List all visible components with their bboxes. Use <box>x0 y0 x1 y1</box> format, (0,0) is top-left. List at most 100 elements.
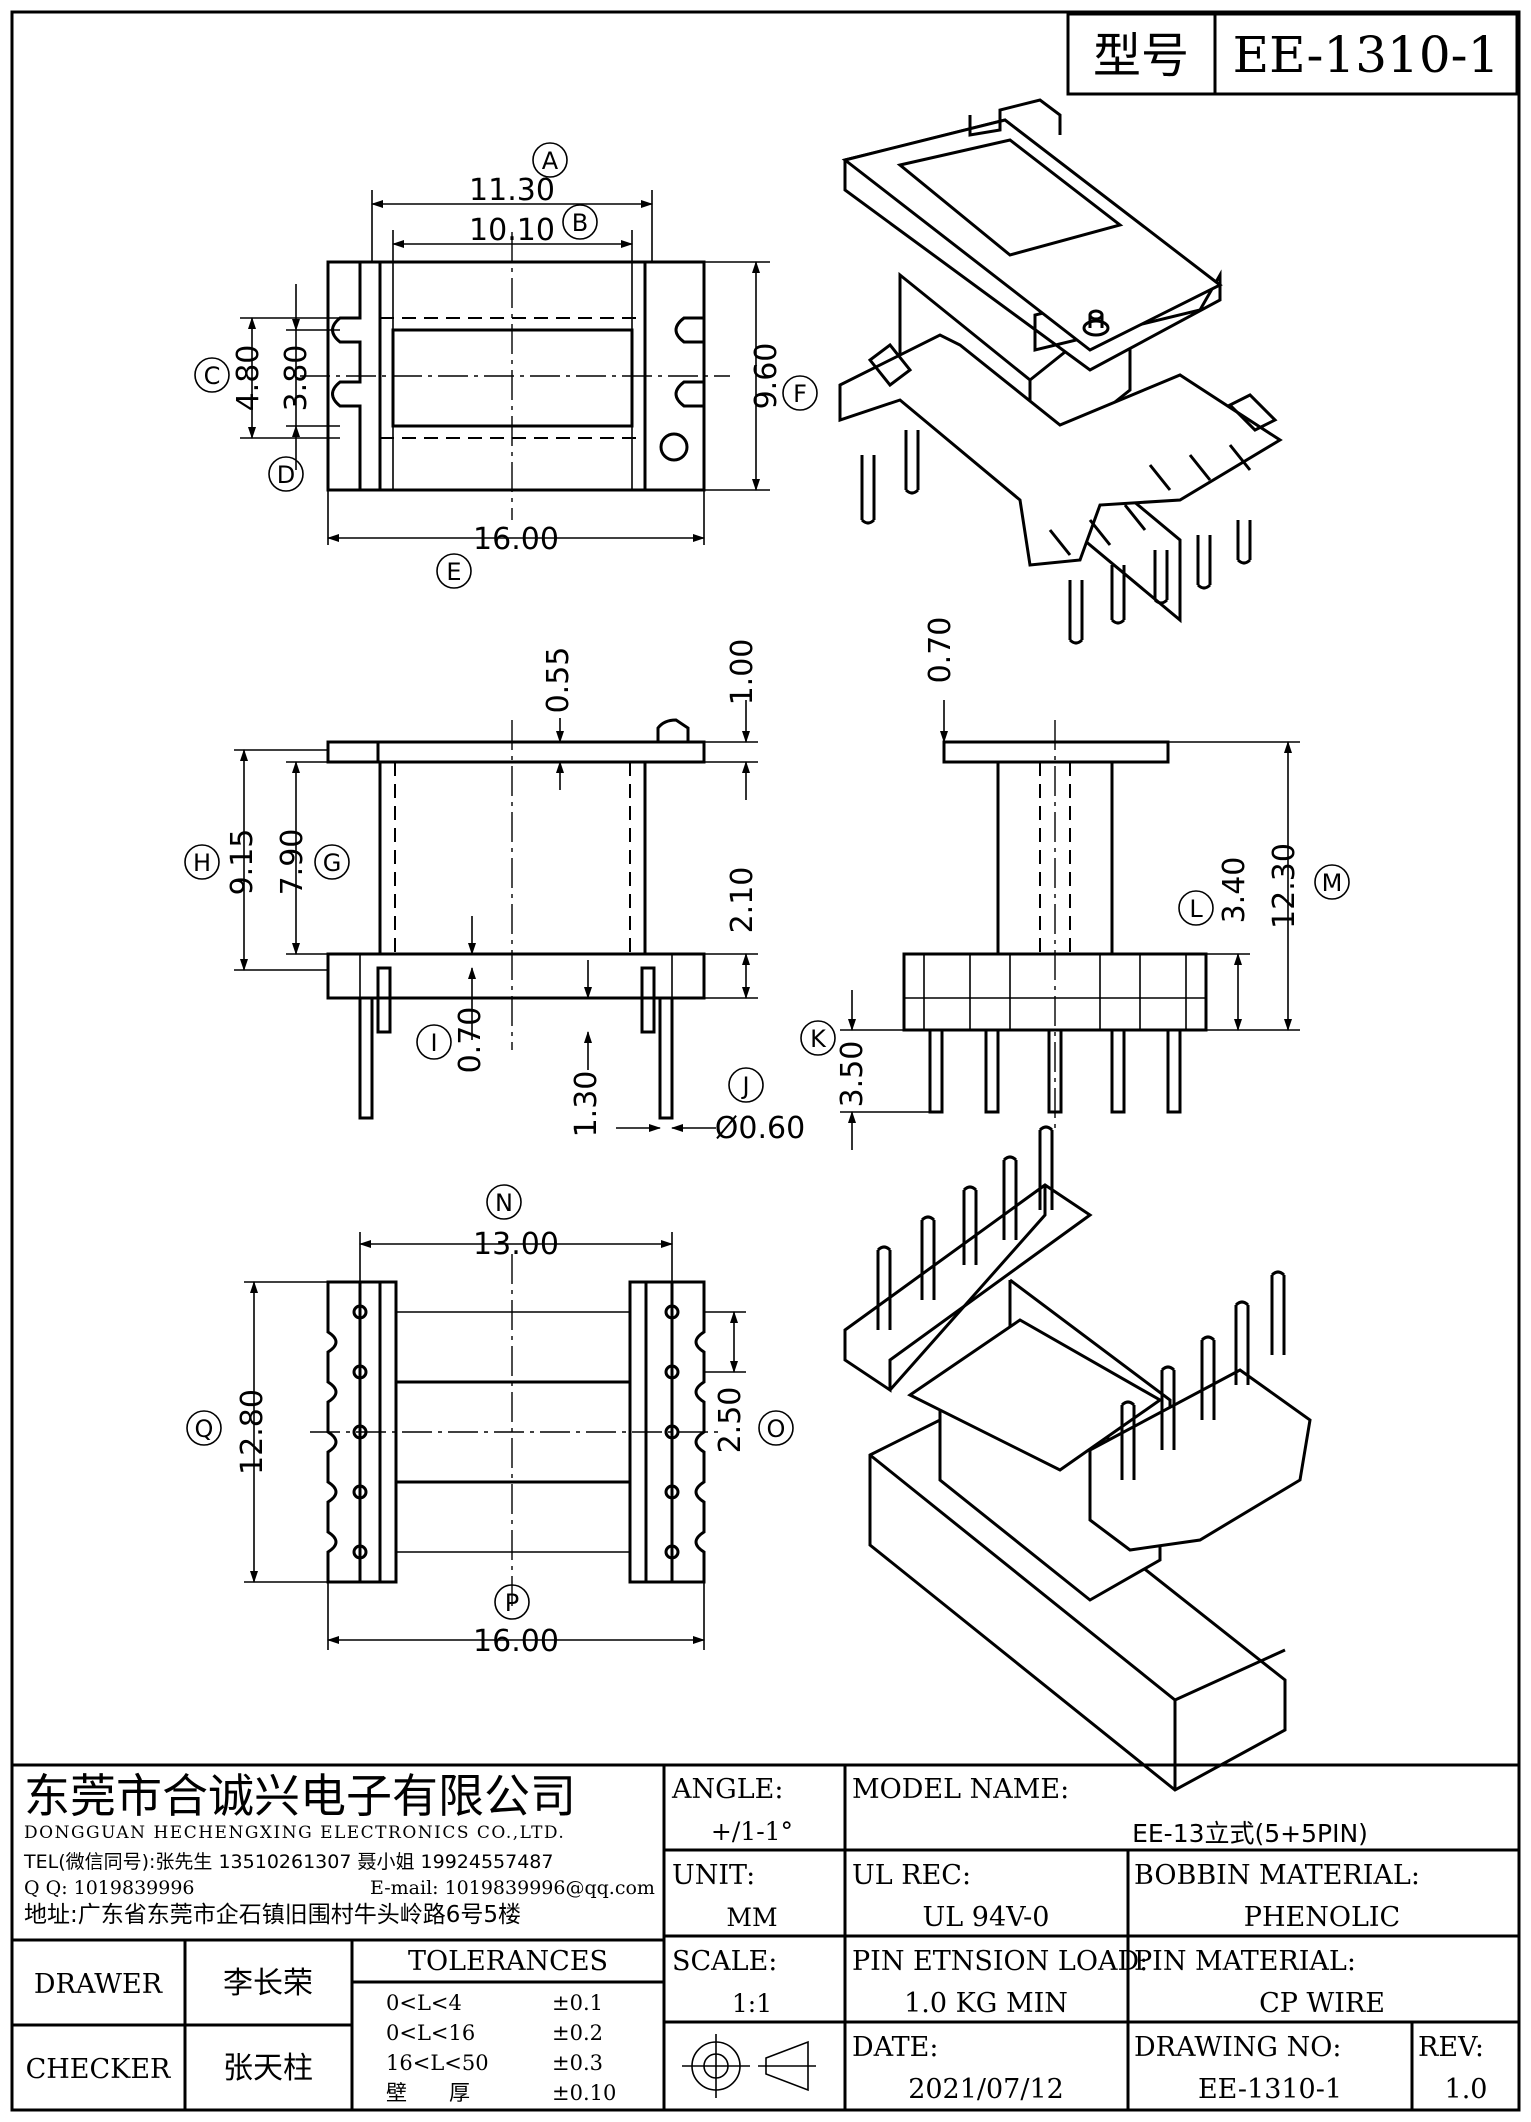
pin-load-value: 1.0 KG MIN <box>904 1988 1068 2019</box>
ul-label: UL REC: <box>852 1860 971 1891</box>
callout-P-label: P <box>505 1589 519 1617</box>
checker-label: CHECKER <box>26 2054 171 2085</box>
callout-G <box>314 844 350 880</box>
tolerance-value-2: ±0.2 <box>552 2021 603 2045</box>
callout-L <box>1178 890 1214 926</box>
callout-J-label: J <box>740 1072 749 1100</box>
dim-base-h-value: 2.10 <box>725 867 760 934</box>
callout-F-label: F <box>793 380 807 408</box>
dim-pin-top-value: 1.00 <box>725 639 760 706</box>
ul-value: UL 94V-0 <box>923 1902 1050 1933</box>
drawer-label: DRAWER <box>34 1969 163 2000</box>
model-header-value: EE-1310-1 <box>1233 26 1500 84</box>
company-qq: Q Q: 1019839996 <box>24 1877 195 1899</box>
callout-L-label: L <box>1189 895 1203 923</box>
tolerance-range-2: 0<L<16 <box>386 2021 475 2045</box>
callout-N-label: N <box>495 1189 513 1217</box>
dim-E-value: 16.00 <box>473 522 559 557</box>
model-header-label: 型号 <box>1093 28 1189 84</box>
dim-side-top-value: 0.70 <box>923 617 958 684</box>
callout-B-label: B <box>572 209 588 237</box>
callout-F <box>782 375 818 411</box>
callout-K <box>800 1020 836 1056</box>
callout-E <box>436 553 472 589</box>
drawing-no-value: EE-1310-1 <box>1198 2074 1342 2105</box>
bobbin-label: BOBBIN MATERIAL: <box>1134 1860 1420 1891</box>
unit-label: UNIT: <box>672 1860 755 1891</box>
dim-C-value: 4.80 <box>231 345 266 412</box>
side-ribs <box>923 954 1187 1030</box>
callout-D <box>268 456 304 492</box>
tolerance-value-4: ±0.10 <box>552 2081 616 2105</box>
callout-Q-label: Q <box>195 1415 214 1443</box>
callout-H <box>184 844 220 880</box>
rev-label: REV: <box>1418 2032 1484 2063</box>
callout-K-label: K <box>810 1025 827 1053</box>
callout-C <box>194 357 230 393</box>
model-header: 型号 EE-1310-1 <box>1066 12 1519 96</box>
callout-O <box>758 1410 794 1446</box>
pin-load-label: PIN ETNSION LOAD: <box>852 1946 1148 1977</box>
date-value: 2021/07/12 <box>908 2074 1064 2105</box>
dim-M-value: 12.30 <box>1267 843 1302 929</box>
angle-label: ANGLE: <box>671 1774 783 1805</box>
dim-top-flange-value: 0.55 <box>541 647 576 714</box>
company-name-en: DONGGUAN HECHENGXING ELECTRONICS CO.,LTD… <box>24 1823 565 1843</box>
dim-P-value: 16.00 <box>473 1624 559 1659</box>
scale-label: SCALE: <box>672 1946 777 1977</box>
callout-P <box>494 1584 530 1620</box>
pin-material-value: CP WIRE <box>1259 1988 1385 2019</box>
callout-M <box>1314 864 1350 900</box>
tolerance-range-3: 16<L<50 <box>386 2051 489 2075</box>
tolerance-range-4: 壁 厚 <box>386 2081 470 2105</box>
dim-K-value: 3.50 <box>835 1041 870 1108</box>
iso-top-pins <box>860 430 1252 645</box>
callout-M-label: M <box>1322 869 1343 897</box>
sheet-border <box>10 10 1521 2112</box>
date-label: DATE: <box>852 2032 938 2063</box>
company-address: 地址:广东省东莞市企石镇旧围村牛头岭路6号5楼 <box>24 1902 521 1928</box>
projection-symbol <box>682 2034 816 2098</box>
scale-value: 1:1 <box>732 1989 772 2018</box>
callout-A-label: A <box>542 147 559 175</box>
top-view: 11.30 10.10 16.00 9.60 4.80 3.80 <box>231 173 784 557</box>
unit-value: MM <box>726 1903 777 1932</box>
dim-N-value: 13.00 <box>473 1227 559 1262</box>
drawing-no-label: DRAWING NO: <box>1134 2032 1341 2063</box>
drawer-name: 李长荣 <box>223 1966 313 2001</box>
callout-I-label: I <box>430 1029 437 1057</box>
front-view: 9.15 7.90 0.55 1.00 2.10 0.70 1.30 Ø0.60 <box>225 639 805 1146</box>
model-name-label: MODEL NAME: <box>852 1774 1069 1805</box>
dim-D-value: 3.80 <box>279 345 314 412</box>
callout-A <box>532 142 568 178</box>
bottom-view: 13.00 12.80 2.50 16.00 <box>235 1227 748 1659</box>
callout-N <box>486 1184 522 1220</box>
iso-view-top <box>838 98 1283 645</box>
dim-J-dia-value: Ø0.60 <box>715 1111 805 1146</box>
side-view: 0.70 3.40 12.30 3.50 <box>835 617 1302 1150</box>
dim-F-value: 9.60 <box>749 343 784 410</box>
tolerances-label: TOLERANCES <box>408 1946 608 1977</box>
dim-H-value: 9.15 <box>225 829 260 896</box>
pin-holes <box>352 1304 680 1560</box>
callouts: A B C D E F G H I J K L M N O P Q <box>184 142 1350 1620</box>
company-email: E-mail: 1019839996@qq.com <box>370 1877 655 1899</box>
angle-value: +/1-1° <box>711 1817 793 1846</box>
dim-G-value: 7.90 <box>275 829 310 896</box>
iso-view-bottom <box>843 1125 1312 1792</box>
tolerance-range-1: 0<L<4 <box>386 1991 462 2015</box>
callout-O-label: O <box>767 1415 786 1443</box>
callout-G-label: G <box>323 849 342 877</box>
title-block: 东莞市合诚兴电子有限公司 DONGGUAN HECHENGXING ELECTR… <box>12 1763 1519 2110</box>
dim-B-value: 10.10 <box>469 213 555 248</box>
tolerance-value-3: ±0.3 <box>552 2051 603 2075</box>
company-name-cn: 东莞市合诚兴电子有限公司 <box>24 1769 576 1823</box>
dim-L-value: 3.40 <box>1217 857 1252 924</box>
pin-material-label: PIN MATERIAL: <box>1134 1946 1356 1977</box>
company-tel: TEL(微信同号):张先生 13510261307 聂小姐 1992455748… <box>23 1851 554 1873</box>
callout-I <box>416 1024 452 1060</box>
rev-value: 1.0 <box>1445 2074 1488 2105</box>
tolerance-value-1: ±0.1 <box>552 1991 603 2015</box>
callout-E-label: E <box>446 558 461 586</box>
